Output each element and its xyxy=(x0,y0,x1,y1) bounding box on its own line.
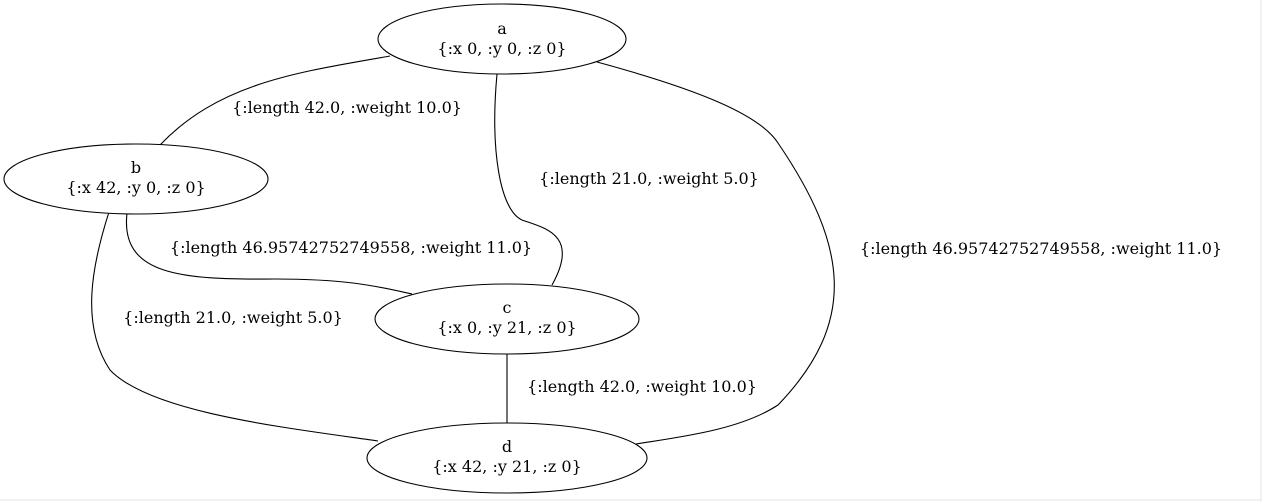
edge-a-b: {:length 42.0, :weight 10.0} xyxy=(159,55,462,146)
node-ellipse xyxy=(366,422,648,494)
edge-label: {:length 42.0, :weight 10.0} xyxy=(527,377,757,396)
node-ellipse xyxy=(377,3,627,75)
edge-label: {:length 46.95742752749558, :weight 11.0… xyxy=(170,238,532,257)
node-c[interactable]: c {:x 0, :y 21, :z 0} xyxy=(374,283,640,355)
node-attrs: {:x 0, :y 0, :z 0} xyxy=(437,39,566,58)
edge-label: {:length 46.95742752749558, :weight 11.0… xyxy=(860,239,1222,258)
node-a[interactable]: a {:x 0, :y 0, :z 0} xyxy=(377,3,627,75)
node-title: c xyxy=(503,298,512,317)
node-attrs: {:x 42, :y 0, :z 0} xyxy=(66,178,205,197)
edge-label: {:length 21.0, :weight 5.0} xyxy=(539,169,759,188)
edge-a-d: {:length 46.95742752749558, :weight 11.0… xyxy=(596,61,1222,445)
node-ellipse xyxy=(374,283,640,355)
node-attrs: {:x 42, :y 21, :z 0} xyxy=(432,457,582,476)
edge-line xyxy=(494,73,563,286)
edge-line xyxy=(159,55,391,146)
edge-label: {:length 21.0, :weight 5.0} xyxy=(123,308,343,327)
edge-b-d: {:length 21.0, :weight 5.0} xyxy=(91,211,379,442)
edge-label: {:length 42.0, :weight 10.0} xyxy=(232,98,462,117)
edge-c-d: {:length 42.0, :weight 10.0} xyxy=(506,354,757,423)
edge-line xyxy=(596,61,835,445)
node-title: d xyxy=(502,437,512,456)
edge-a-c: {:length 21.0, :weight 5.0} xyxy=(494,73,759,286)
edge-b-c: {:length 46.95742752749558, :weight 11.0… xyxy=(125,212,532,295)
node-title: b xyxy=(131,158,141,177)
node-ellipse xyxy=(3,143,269,215)
node-b[interactable]: b {:x 42, :y 0, :z 0} xyxy=(3,143,269,215)
edge-line xyxy=(91,211,379,442)
node-d[interactable]: d {:x 42, :y 21, :z 0} xyxy=(366,422,648,494)
node-title: a xyxy=(497,19,507,38)
edge-line xyxy=(125,212,413,295)
node-attrs: {:x 0, :y 21, :z 0} xyxy=(437,318,576,337)
